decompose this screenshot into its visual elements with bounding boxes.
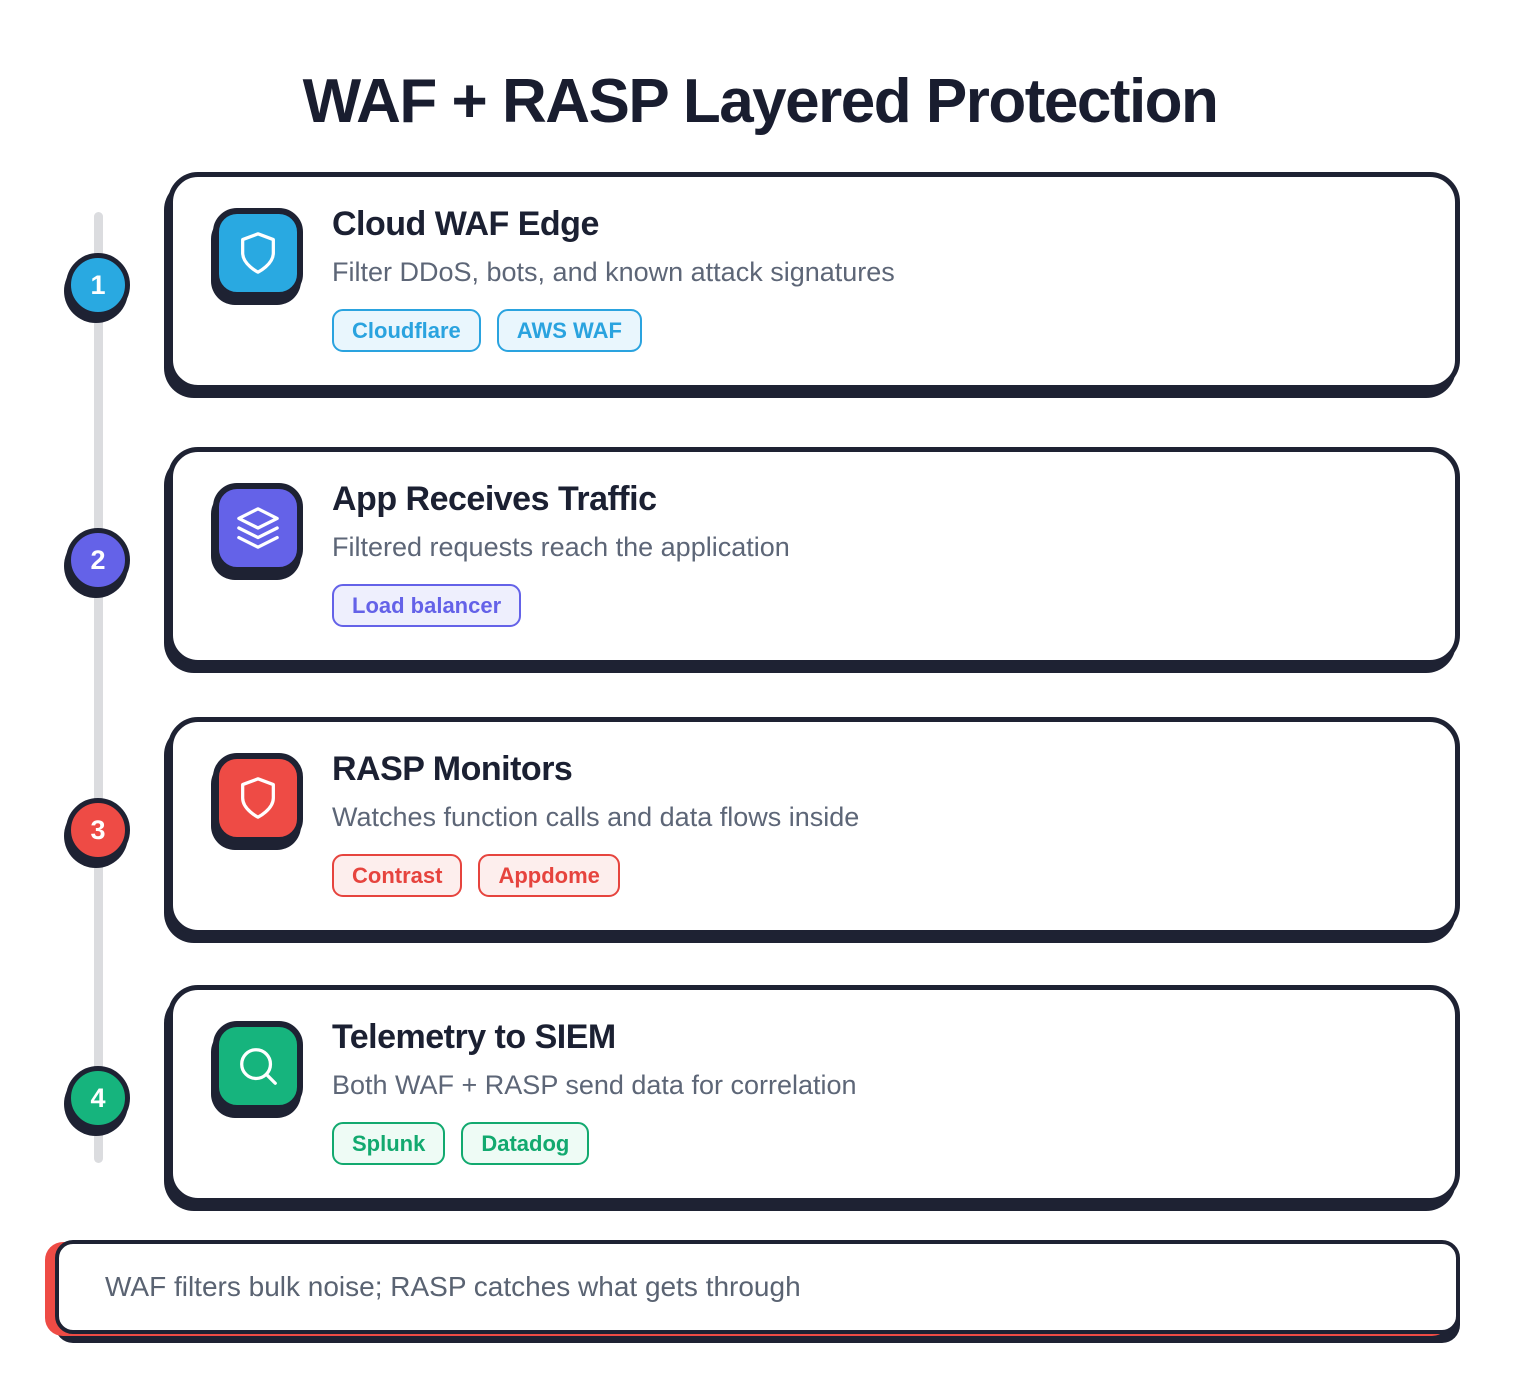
shield-icon xyxy=(213,753,303,843)
step-title: Telemetry to SIEM xyxy=(332,1018,616,1056)
step-title: App Receives Traffic xyxy=(332,480,657,518)
step-card: App Receives Traffic Filtered requests r… xyxy=(168,447,1460,665)
tag-aws-waf: AWS WAF xyxy=(496,309,642,353)
step-card: RASP Monitors Watches function calls and… xyxy=(168,717,1460,935)
tag-cloudflare: Cloudflare xyxy=(332,309,481,353)
step-number: 1 xyxy=(90,269,106,300)
step-number-badge: 4 xyxy=(66,1066,130,1130)
step-number: 2 xyxy=(90,544,106,575)
step-title: RASP Monitors xyxy=(332,750,573,788)
tag-contrast: Contrast xyxy=(332,854,463,898)
step-number: 3 xyxy=(90,814,106,845)
search-icon xyxy=(213,1021,303,1111)
layers-icon xyxy=(213,483,303,573)
step-description: Filtered requests reach the application xyxy=(332,532,790,562)
step-card: Telemetry to SIEM Both WAF + RASP send d… xyxy=(168,985,1460,1203)
tag-row: Contrast Appdome xyxy=(332,854,1415,898)
tag-row: Load balancer xyxy=(332,584,1415,628)
step-card-body: Telemetry to SIEM Both WAF + RASP send d… xyxy=(332,1018,1415,1166)
tag-row: Cloudflare AWS WAF xyxy=(332,309,1415,353)
step-number-badge: 2 xyxy=(66,528,130,592)
timeline-line xyxy=(94,212,103,1163)
step-card: Cloud WAF Edge Filter DDoS, bots, and kn… xyxy=(168,172,1460,390)
tag-row: Splunk Datadog xyxy=(332,1122,1415,1166)
tag-splunk: Splunk xyxy=(332,1122,446,1166)
tag-appdome: Appdome xyxy=(478,854,620,898)
step-card-body: RASP Monitors Watches function calls and… xyxy=(332,750,1415,898)
step-number-badge: 3 xyxy=(66,798,130,862)
step-description: Both WAF + RASP send data for correlatio… xyxy=(332,1070,857,1100)
summary-note: WAF filters bulk noise; RASP catches wha… xyxy=(55,1240,1460,1334)
step-number: 4 xyxy=(90,1082,106,1113)
tag-load-balancer: Load balancer xyxy=(332,584,522,628)
step-description: Filter DDoS, bots, and known attack sign… xyxy=(332,257,895,287)
tag-datadog: Datadog xyxy=(461,1122,590,1166)
page-title: WAF + RASP Layered Protection xyxy=(302,67,1219,136)
summary-note-text: WAF filters bulk noise; RASP catches wha… xyxy=(105,1271,801,1302)
step-card-body: Cloud WAF Edge Filter DDoS, bots, and kn… xyxy=(332,205,1415,353)
shield-icon xyxy=(213,208,303,298)
step-card-body: App Receives Traffic Filtered requests r… xyxy=(332,480,1415,628)
step-title: Cloud WAF Edge xyxy=(332,205,599,243)
step-description: Watches function calls and data flows in… xyxy=(332,802,860,832)
step-number-badge: 1 xyxy=(66,253,130,317)
